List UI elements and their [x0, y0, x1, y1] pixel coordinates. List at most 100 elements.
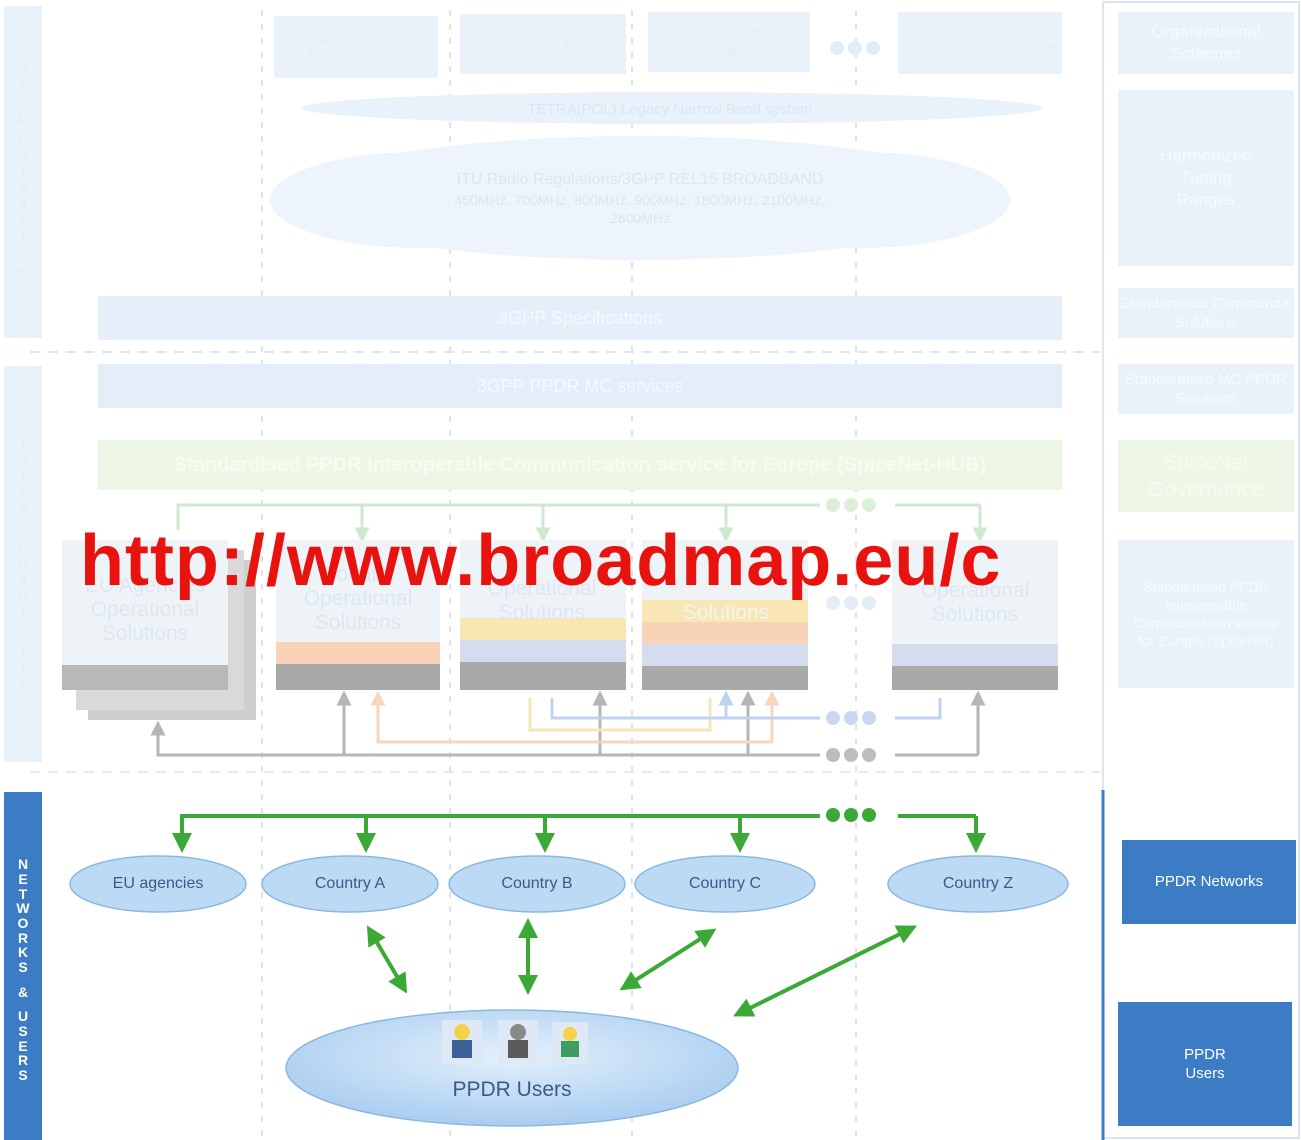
yellow-interconnect — [528, 698, 712, 732]
axis-letter: R — [18, 97, 28, 112]
axis-letter: O — [17, 914, 29, 931]
ellipsis-network — [826, 808, 876, 822]
axis-letter: O — [18, 248, 28, 263]
legacy-cloud-shape — [302, 92, 1042, 124]
sidebar-frame — [1102, 1, 1300, 1139]
eu-ops-stack — [62, 540, 256, 720]
country-z-box: Country Z: HYBRID TETRA(POL) + 450, 700,… — [898, 12, 1062, 74]
sidebar-ppdr-users: PPDR Users — [1118, 1002, 1292, 1126]
user-figures — [442, 1020, 588, 1064]
country-z-ops-stack — [892, 540, 1058, 690]
ppdr-users-ellipse — [285, 1009, 739, 1127]
country-b-box: Country B: MVNO TETRA(POL) + 700, 800, 1… — [460, 14, 626, 74]
axis-letter: A — [18, 198, 28, 213]
axis-letter: O — [18, 521, 28, 536]
axis-letter: A — [18, 80, 28, 95]
axis-letter: I — [21, 643, 25, 658]
broadband-cloud-label: ITU Radio Regulations/3GPP REL15 BROADBA… — [340, 164, 940, 234]
country-c-name: Country C: OSP — [696, 27, 762, 37]
axis-letter: S — [18, 181, 27, 196]
country-c-ops-label: Operational Solutions — [671, 576, 781, 624]
watermark-url: http://www.broadmap.eu/c — [80, 521, 1002, 601]
country-b-ops-stack — [460, 540, 626, 690]
axis-letter: E — [18, 486, 27, 501]
axis-letter: I — [21, 434, 25, 449]
country-c-detail: TETRA(POL) + 700, 800, 1800, 2600MHz — [665, 37, 793, 57]
country-a-name: Country A: GOGO/GOCO — [304, 37, 408, 47]
country-z-detail: TETRA(POL) + 450, 700, 800, 1800MHz — [898, 43, 1062, 53]
country-z-name: Country Z: HYBRID — [940, 33, 1020, 43]
specs-bar: 3GPP Specifications — [98, 296, 1062, 340]
axis-letter: R — [18, 556, 28, 571]
axis-letter: T — [19, 214, 27, 229]
ellipsis-hub — [826, 498, 876, 512]
axis-letter: S — [18, 1023, 28, 1040]
harmonisation-strip — [4, 6, 42, 338]
axis-letter: I — [21, 164, 25, 179]
ellipsis-top — [830, 41, 880, 55]
network-eu-agencies: EU agencies — [112, 875, 204, 892]
axis-letter: U — [17, 1008, 29, 1025]
country-c-ops-stack — [642, 540, 808, 690]
axis-letter: T — [19, 660, 27, 675]
axis-letter: E — [18, 870, 28, 887]
ellipsis-ops — [826, 596, 876, 610]
axis-letter: A — [18, 573, 28, 588]
sidebar-governance: SpiceNet Governance — [1118, 440, 1294, 512]
network-distribution — [172, 814, 986, 853]
eu-ops-label: EU Agencies Operational Solutions — [84, 573, 206, 646]
axis-letter: S — [18, 1067, 28, 1084]
sidebar-mc-ppdr: Standardised MC PPDR Solutions — [1118, 364, 1294, 414]
axis-letter: N — [18, 147, 28, 162]
mc-services-bar: 3GPP PPDR MC services — [98, 364, 1062, 408]
country-a-box: Country A: GOGO/GOCO TETRA(POL) + 700MHz — [274, 16, 438, 78]
interoperability-strip — [4, 366, 42, 762]
sidebar-interop-service: Standardised PPDR Interoperable Communic… — [1118, 540, 1294, 688]
axis-letter: K — [17, 944, 29, 961]
ellipsis-grey — [826, 748, 876, 762]
legacy-cloud-label: TETRA(POL) Legacy Narrow Band system — [527, 100, 813, 118]
axis-letter: T — [18, 885, 28, 902]
axis-letter: R — [18, 504, 28, 519]
axis-letter: I — [21, 608, 25, 623]
sidebar-tuning-ranges: Harmonized Tuning Ranges — [1118, 90, 1294, 266]
broadband-line-1: ITU Radio Regulations/3GPP REL15 BROADBA… — [456, 171, 824, 189]
country-a-ops-label: Country Operational Solutions — [303, 562, 413, 635]
cloud-country-a — [261, 855, 439, 913]
axis-letter: B — [18, 591, 28, 606]
axis-letter: & — [17, 983, 29, 1000]
country-b-detail: TETRA(POL) + 700, 800, 1800, 2600MHz — [479, 39, 607, 59]
network-country-z: Country Z — [942, 875, 1014, 892]
axis-letter: P — [18, 538, 27, 553]
axis-letter: T — [19, 469, 27, 484]
axis-letter: W — [16, 900, 30, 917]
cloud-country-b — [448, 855, 626, 913]
cloud-eu-agencies — [69, 855, 247, 913]
axis-letter: R — [17, 929, 29, 946]
blue-interconnect — [550, 690, 942, 720]
sidebar-ppdr-networks: PPDR Networks — [1122, 840, 1296, 924]
network-country-b: Country B — [501, 875, 573, 892]
grey-interconnect — [150, 690, 986, 757]
axis-letter: O — [18, 131, 28, 145]
country-a-ops-stack — [276, 540, 440, 690]
country-z-ops-label: Operational Solutions — [920, 578, 1030, 626]
axis-letter: S — [18, 959, 28, 975]
country-c-box: Country C: OSP TETRA(POL) + 700, 800, 18… — [648, 12, 810, 72]
broadband-line-3: 2600MHz — [610, 210, 670, 227]
cloud-country-c — [634, 855, 816, 913]
axis-letter: I — [21, 231, 25, 246]
sidebar-commercial: Standardised Commercial Solutions — [1118, 288, 1294, 338]
axis-letter: Y — [18, 678, 27, 693]
ppdr-users-label: PPDR Users — [452, 1078, 572, 1101]
networks-users-strip — [4, 792, 42, 1140]
axis-letter: R — [17, 1052, 29, 1069]
axis-letter: H — [18, 63, 28, 78]
cloud-country-z — [887, 855, 1069, 913]
orange-interconnect — [370, 690, 780, 744]
country-a-detail: TETRA(POL) + 700MHz — [307, 47, 405, 57]
